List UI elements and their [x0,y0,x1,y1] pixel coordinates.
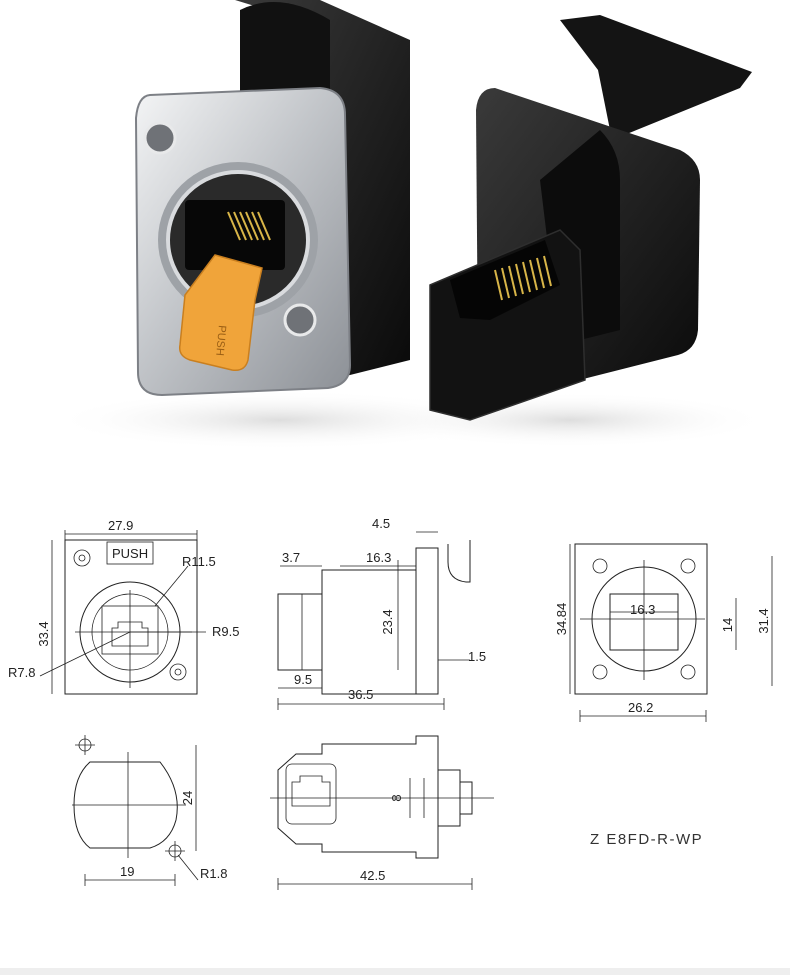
dim-front-width: 27.9 [108,518,133,533]
screw-hole-icon [283,303,317,337]
latch-push-label: PUSH [213,325,228,357]
dim-side-step: 3.7 [282,550,300,565]
dim-side-body: 16.3 [366,550,391,565]
dim-bottom-pin: 8 [389,794,404,801]
dim-side-thickness: 1.5 [468,649,486,664]
dim-side-height: 23.4 [380,609,395,634]
dim-rear-window: 16.3 [630,602,655,617]
dim-cutout-radius: R1.8 [200,866,227,881]
dim-radius-inner: R9.5 [212,624,239,639]
model-code: Z E8FD-R-WP [590,831,703,848]
dim-side-flange: 4.5 [372,516,390,531]
rear-view: 34.84 16.3 14 31.4 26.2 [554,543,773,722]
right-connector-photo [429,15,752,421]
front-push-label: PUSH [112,546,148,561]
side-view: 4.5 3.7 16.3 23.4 1.5 9.5 36.5 [277,516,486,710]
bottom-view: 8 42.5 [270,735,494,890]
dim-radius-outer: R11.5 [182,554,216,569]
dim-side-plug: 9.5 [294,672,312,687]
screw-hole-icon [143,121,177,155]
bottom-strip [0,968,790,975]
front-view: PUSH 27.9 33.4 R11.5 R9.5 R7.8 [8,518,239,695]
dim-front-height: 33.4 [36,621,51,646]
dim-rear-inner: 14 [720,618,735,632]
product-photo: PUSH [50,0,770,450]
technical-drawing: PUSH 27.9 33.4 R11.5 R9.5 R7.8 4.5 3. [0,516,790,975]
dim-cutout-height: 24 [180,791,195,805]
dim-rear-height: 34.84 [554,603,569,636]
cutout-view: 24 19 R1.8 [72,735,227,886]
dim-radius-hole: R7.8 [8,665,35,680]
left-connector-photo: PUSH [134,0,410,397]
dim-cutout-width: 19 [120,864,134,879]
dim-bottom-total: 42.5 [360,868,385,883]
dim-side-total: 36.5 [348,687,373,702]
dim-rear-width: 26.2 [628,700,653,715]
dim-rear-outer: 31.4 [756,608,771,633]
